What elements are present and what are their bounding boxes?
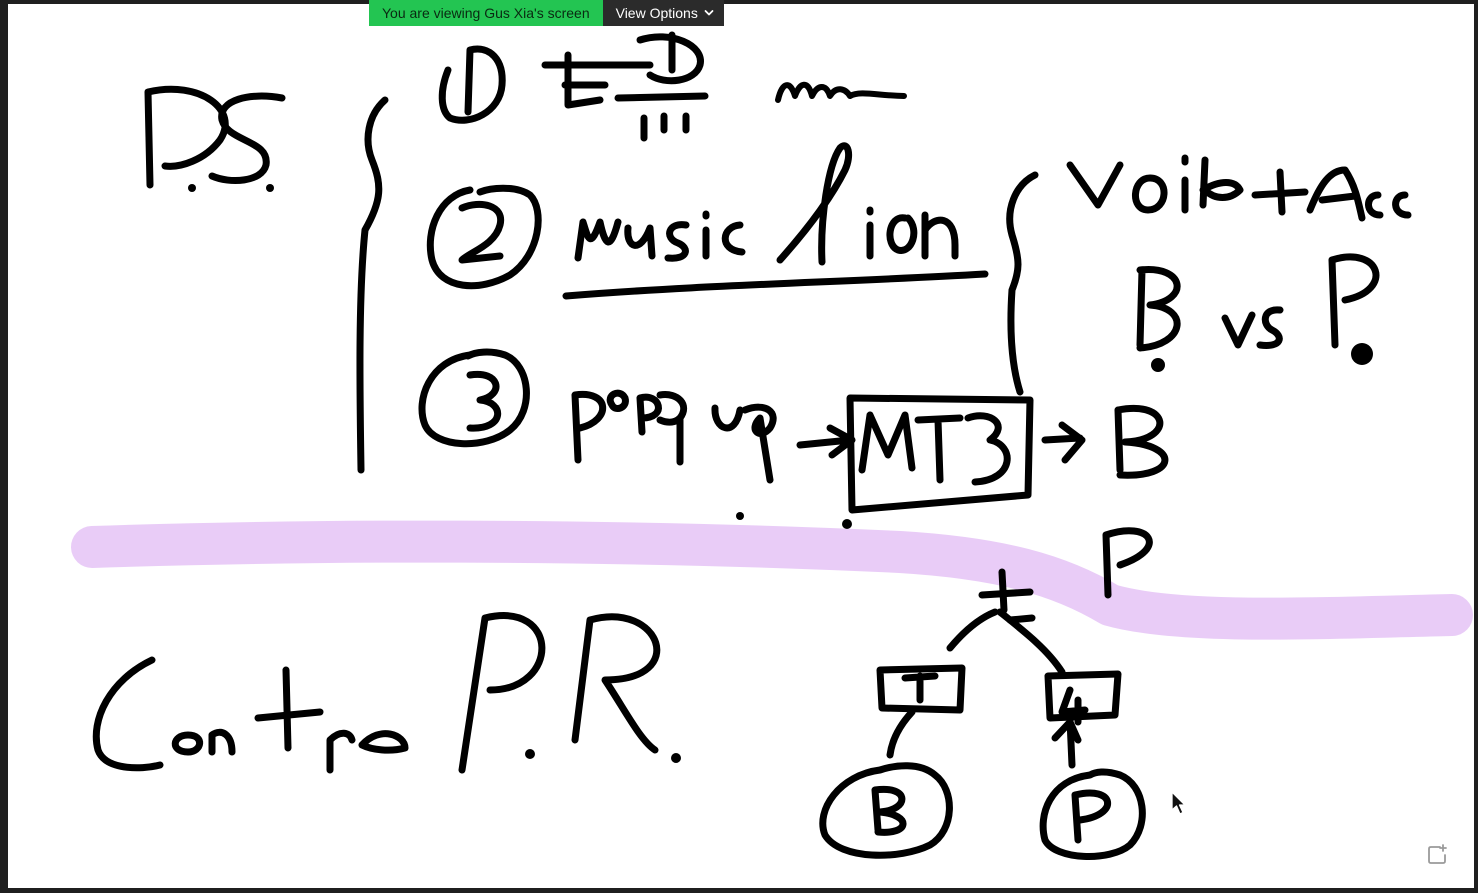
handwriting-ds <box>144 85 286 192</box>
handwriting-mt3-box <box>846 394 1034 514</box>
screen-share-banner: You are viewing Gus Xia's screen View Op… <box>369 0 724 26</box>
handwriting-p-top <box>1102 527 1153 599</box>
handwriting-voice-acc <box>1006 154 1412 396</box>
handwriting-b-vs-p <box>1136 253 1380 372</box>
view-options-label: View Options <box>615 5 698 21</box>
handwriting-item-2 <box>426 142 989 300</box>
handwriting-brace <box>356 96 389 474</box>
handwriting-tree <box>819 568 1146 860</box>
chevron-down-icon <box>704 10 714 16</box>
expand-icon[interactable] <box>1424 842 1450 868</box>
highlighter-stroke <box>71 520 1473 640</box>
handwriting-arrow-to-mt3 <box>796 424 856 459</box>
whiteboard-drawing <box>71 31 1473 860</box>
handwriting-arrow-to-b <box>1041 404 1169 479</box>
handwriting-contra-pr <box>92 612 681 774</box>
whiteboard-canvas <box>8 4 1474 888</box>
mouse-pointer-icon <box>1171 791 1186 815</box>
handwriting-item-1 <box>438 31 907 142</box>
handwriting-item-3 <box>418 348 777 484</box>
viewing-screen-label: You are viewing Gus Xia's screen <box>369 0 603 26</box>
view-options-button[interactable]: View Options <box>602 0 724 26</box>
